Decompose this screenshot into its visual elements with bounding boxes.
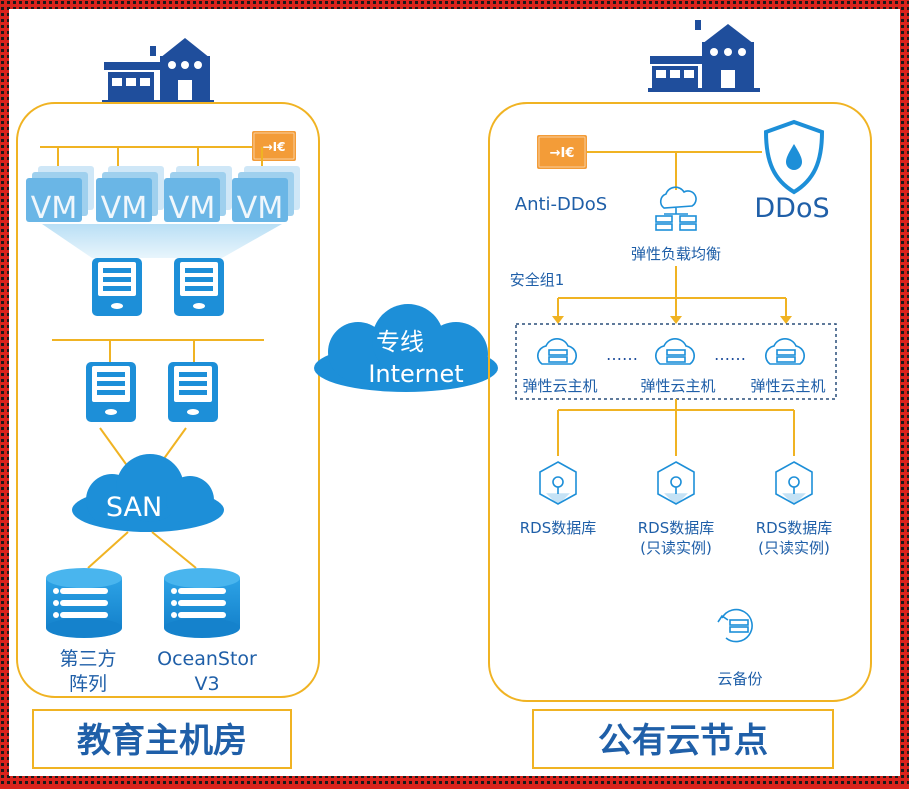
rds-icon-2 [657,461,695,506]
security-group-label: 安全组1 [510,271,565,289]
ecs-label-1: 弹性云主机 [522,377,597,395]
ecs-ellipsis-2: …… [714,345,746,364]
right-building-icon [648,20,760,92]
vm-label-2: VM [101,191,147,226]
ddos-shield-icon [763,119,825,195]
oceanstor-icon [164,568,240,638]
rds-label-2: RDS数据库 [638,519,715,537]
right-title-box [532,709,834,769]
storage-2-label: OceanStor [157,648,257,670]
server-2 [174,258,224,316]
svg-text:→I€: →I€ [550,146,575,161]
vm-stack-1 [26,166,94,222]
rds-label-3: RDS数据库 [756,519,833,537]
load-balancer-icon [655,186,697,231]
internet-line1: 专线 [376,328,424,356]
san-label: SAN [106,492,162,523]
ecs-icon-1 [537,338,577,365]
left-firewall-icon: →I€ [252,131,296,161]
ecs-ellipsis-1: …… [606,345,638,364]
left-panel-border [16,102,320,698]
storage-2-label-line2: V3 [194,673,219,695]
server-bus-line [52,339,264,362]
anti-ddos-firewall-icon: →I€ [537,135,587,169]
rds-note-2: (只读实例) [640,539,712,557]
ecs-icon-2 [655,338,695,365]
anti-ddos-label: Anti-DDoS [515,194,607,215]
ecs-label-2: 弹性云主机 [640,377,715,395]
rds-icon-3 [775,461,813,506]
vm-label-3: VM [169,191,215,226]
ecs-label-3: 弹性云主机 [750,377,825,395]
right-panel-border [488,102,872,702]
ecs-arrowheads [552,316,792,324]
rds-label-1: RDS数据库 [520,519,597,537]
backup-icon [717,608,753,643]
vm-stack-3 [164,166,232,222]
left-title: 教育主机房 [77,721,247,761]
load-balancer-label: 弹性负载均衡 [631,245,721,263]
san-cloud-icon [72,454,224,532]
rds-links [557,399,795,456]
rds-note-3: (只读实例) [758,539,830,557]
svg-text:→I€: →I€ [263,140,286,154]
ecs-icon-3 [765,338,805,365]
server-3 [86,362,136,422]
vm-stack-2 [96,166,164,222]
internet-line2: Internet [368,360,463,388]
server-1 [92,258,142,316]
vm-label-4: VM [237,191,283,226]
vm-stack-4 [232,166,300,222]
backup-label: 云备份 [717,670,762,688]
storage-1-label: 第三方 [59,648,116,670]
storage-array-icon [46,568,122,638]
left-title-box [32,709,292,769]
server-4 [168,362,218,422]
ecs-links [557,266,787,318]
vm-label-1: VM [31,191,77,226]
ddos-label: DDoS [754,193,829,224]
internet-cloud-icon [314,304,498,392]
storage-1-label-line2: 阵列 [69,673,107,695]
storage-links [87,531,197,569]
right-title: 公有云节点 [598,721,768,761]
vm-projection-beam [42,224,282,258]
rds-icon-1 [539,461,577,506]
